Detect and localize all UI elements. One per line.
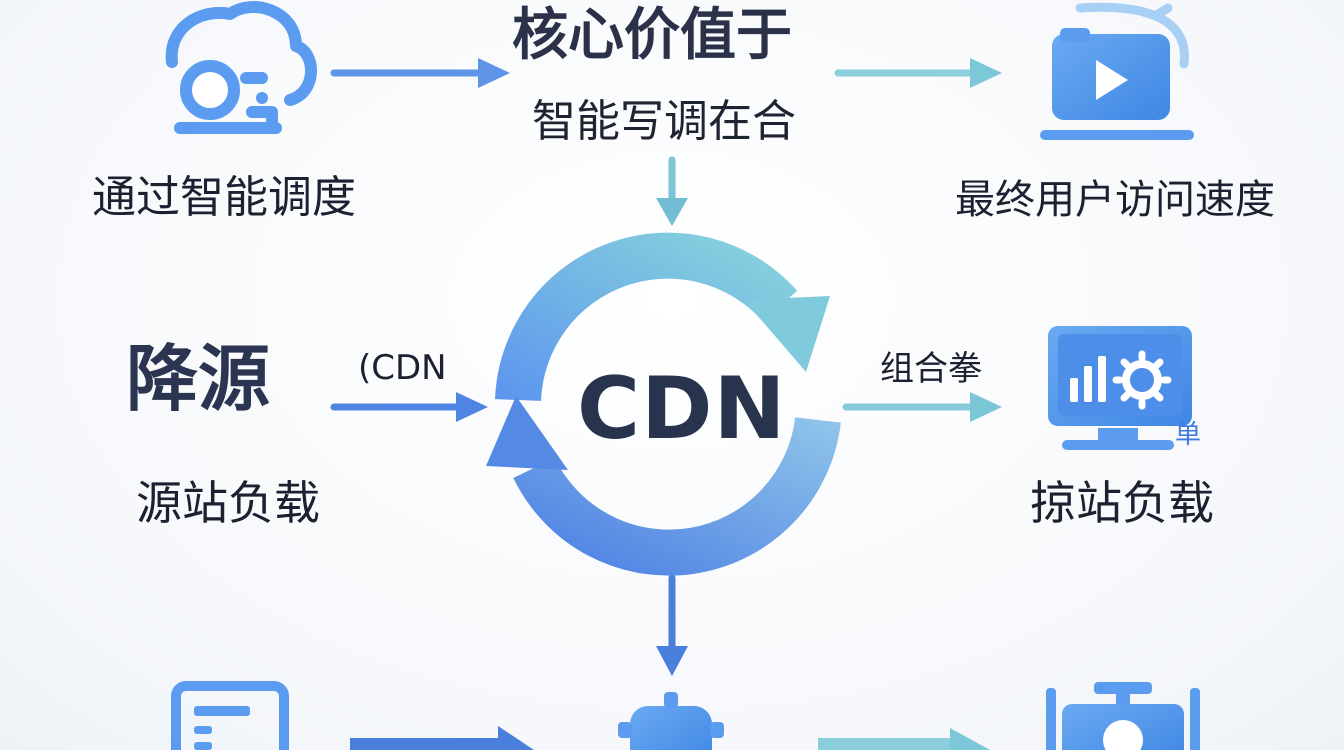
camera-frame-icon xyxy=(1046,682,1200,750)
top-right-label: 最终用户访问速度 xyxy=(955,177,1275,223)
title-main: 核心价值于 xyxy=(512,3,792,68)
arrow-center-to-bottom xyxy=(656,574,688,676)
robot-icon xyxy=(618,692,724,750)
arrow-bottom-center-to-right xyxy=(818,728,990,750)
video-screen-icon xyxy=(1040,2,1194,140)
mid-left-label: 源站负载 xyxy=(136,476,320,530)
arrow-title-to-center xyxy=(656,156,688,226)
arrow-top-left-to-title xyxy=(330,58,510,88)
arrow-title-to-top-right xyxy=(834,58,1002,88)
document-icon xyxy=(171,681,289,750)
mid-right-label: 掠站负载 xyxy=(1030,476,1214,530)
arrow-left-to-center xyxy=(330,392,488,422)
mid-right-badge: 单 xyxy=(1175,420,1202,450)
center-cdn-text: CDN xyxy=(577,359,787,459)
cycle-arrows-icon xyxy=(486,232,841,576)
left-edge-label: (CDN xyxy=(358,348,447,388)
top-left-label: 通过智能调度 xyxy=(92,172,356,223)
monitor-gear-chart-icon xyxy=(1048,326,1192,450)
right-edge-label: 组合拳 xyxy=(880,349,982,389)
arrow-center-to-right xyxy=(842,392,1002,422)
cloud-support-icon xyxy=(165,1,317,134)
arrow-bottom-left-to-center xyxy=(350,726,534,750)
mid-left-big-text: 降源 xyxy=(126,337,271,421)
title-sub: 智能写调在合 xyxy=(532,96,796,147)
